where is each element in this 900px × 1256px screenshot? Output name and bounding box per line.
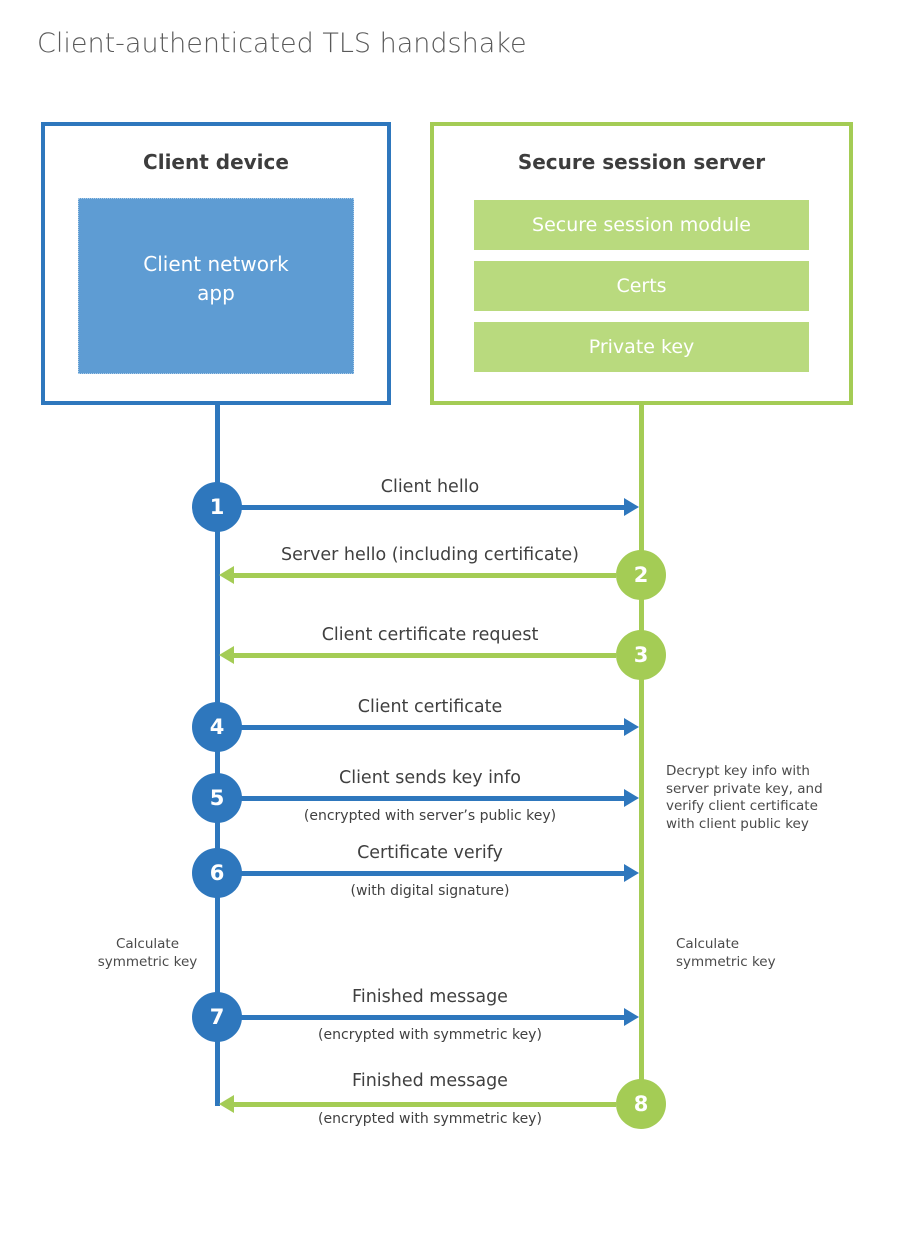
step-3-arrowhead-icon [219, 646, 234, 664]
step-5-arrow-shaft [240, 796, 626, 801]
step-8-circle: 8 [616, 1079, 666, 1129]
step-1-circle: 1 [192, 482, 242, 532]
step-6-circle: 6 [192, 848, 242, 898]
step-5-sublabel: (encrypted with server’s public key) [303, 808, 557, 824]
server-lifeline [639, 405, 644, 1128]
decrypt-key-note: Decrypt key info with server private key… [666, 763, 823, 832]
step-8-arrowhead-icon [219, 1095, 234, 1113]
step-2-label: Server hello (including certificate) [280, 545, 580, 565]
step-4-circle: 4 [192, 702, 242, 752]
step-5-arrowhead-icon [624, 789, 639, 807]
client-device-title: Client device [143, 150, 289, 174]
step-1-arrow-shaft [240, 505, 626, 510]
secure-session-server-title: Secure session server [517, 150, 766, 174]
server-module-secure-session: Secure session module [474, 200, 809, 250]
step-3-arrow-shaft [233, 653, 616, 658]
server-module-certs: Certs [474, 261, 809, 311]
step-3-label: Client certificate request [321, 625, 539, 645]
step-4-arrow-shaft [240, 725, 626, 730]
step-6-sublabel: (with digital signature) [350, 883, 510, 899]
step-6-arrowhead-icon [624, 864, 639, 882]
step-8-label: Finished message [352, 1071, 508, 1091]
step-6-arrow-shaft [240, 871, 626, 876]
step-1-label: Client hello [380, 477, 480, 497]
calculate-symmetric-key-note-server: Calculate symmetric key [676, 936, 776, 970]
step-8-arrow-shaft [233, 1102, 616, 1107]
calculate-symmetric-key-note-client: Calculate symmetric key [97, 936, 198, 970]
step-1-arrowhead-icon [624, 498, 639, 516]
step-8-sublabel: (encrypted with symmetric key) [318, 1111, 542, 1127]
client-lifeline [215, 405, 220, 1106]
step-6-label: Certificate verify [357, 843, 503, 863]
step-7-sublabel: (encrypted with symmetric key) [318, 1027, 542, 1043]
step-2-arrowhead-icon [219, 566, 234, 584]
step-2-arrow-shaft [233, 573, 616, 578]
client-network-app-box: Client network app [78, 198, 354, 374]
step-4-label: Client certificate [357, 697, 503, 717]
step-5-label: Client sends key info [338, 768, 521, 788]
server-module-private-key: Private key [474, 322, 809, 372]
step-4-arrowhead-icon [624, 718, 639, 736]
step-7-circle: 7 [192, 992, 242, 1042]
step-5-circle: 5 [192, 773, 242, 823]
step-7-arrowhead-icon [624, 1008, 639, 1026]
page-title: Client-authenticated TLS handshake [37, 28, 527, 59]
step-7-arrow-shaft [240, 1015, 626, 1020]
client-network-app-label: Client network app [143, 252, 289, 305]
step-7-label: Finished message [352, 987, 508, 1007]
step-2-circle: 2 [616, 550, 666, 600]
step-3-circle: 3 [616, 630, 666, 680]
